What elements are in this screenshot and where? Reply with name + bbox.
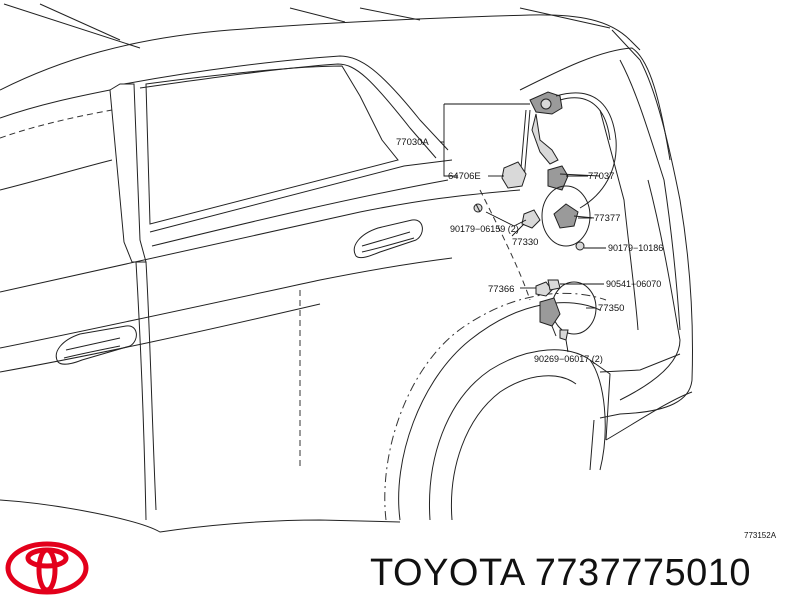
callout-90541-06070: 90541−06070 xyxy=(606,279,661,289)
callout-77377: 77377 xyxy=(594,213,620,224)
car-body-outline xyxy=(0,3,693,533)
callout-64706E: 64706E xyxy=(448,171,481,182)
callout-77037: 77037 xyxy=(588,171,614,182)
callout-77030A: 77030A xyxy=(396,137,429,148)
callout-77350: 77350 xyxy=(598,303,624,314)
opener-parts xyxy=(443,91,617,341)
caption: TOYOTA 7737775010 xyxy=(370,546,800,600)
toyota-logo xyxy=(5,541,89,595)
callout-77366: 77366 xyxy=(488,284,514,295)
figure-code: 773152A xyxy=(744,531,777,540)
callout-90179-10186: 90179−10186 xyxy=(608,243,663,253)
part-number: 7737775010 xyxy=(534,552,752,594)
brand-name: TOYOTA xyxy=(370,552,524,594)
callout-90179-06159: 90179−06159 (2) xyxy=(450,224,519,234)
callout-77330: 77330 xyxy=(512,237,538,248)
callout-90269-06017: 90269−06017 (2) xyxy=(534,354,603,364)
callout-labels: 77030A 64706E 77037 77377 90179−06159 (2… xyxy=(396,137,777,540)
leader-lines xyxy=(440,141,606,353)
